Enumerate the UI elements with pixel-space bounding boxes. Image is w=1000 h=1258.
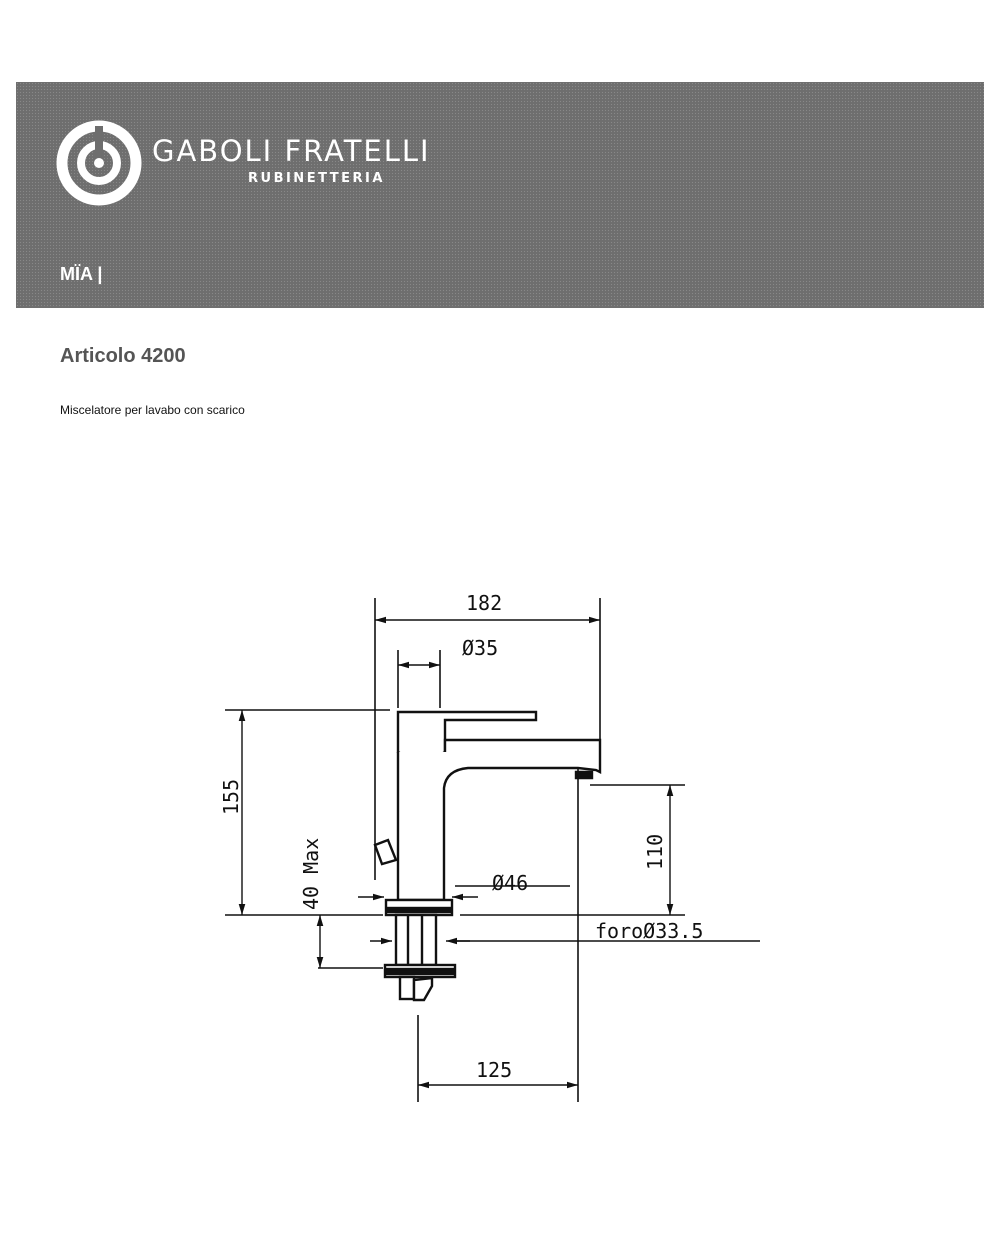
brand-name: GABOLI FRATELLI — [152, 134, 431, 168]
article-title: Articolo 4200 — [60, 345, 186, 367]
header-banner: GABOLI FRATELLI RUBINETTERIA MÏA | — [16, 82, 984, 308]
technical-drawing: 182 Ø35 155 40 Max Ø46 110 foroØ33.5 125 — [219, 591, 760, 1102]
dimension-110: 110 — [643, 834, 667, 870]
spiral-logo-icon — [56, 120, 142, 206]
dimension-hole-diameter: foroØ33.5 — [595, 919, 703, 943]
collection-name: MÏA | — [60, 264, 103, 284]
dimension-182: 182 — [466, 591, 502, 615]
dimension-155: 155 — [219, 779, 243, 815]
dimension-base-diameter: Ø46 — [492, 871, 528, 895]
dimension-deck-thickness: 40 Max — [299, 838, 323, 910]
article-description: Miscelatore per lavabo con scarico — [60, 403, 245, 417]
brand-subtitle: RUBINETTERIA — [248, 171, 385, 186]
dimension-125: 125 — [476, 1058, 512, 1082]
dimension-body-diameter: Ø35 — [462, 636, 498, 660]
